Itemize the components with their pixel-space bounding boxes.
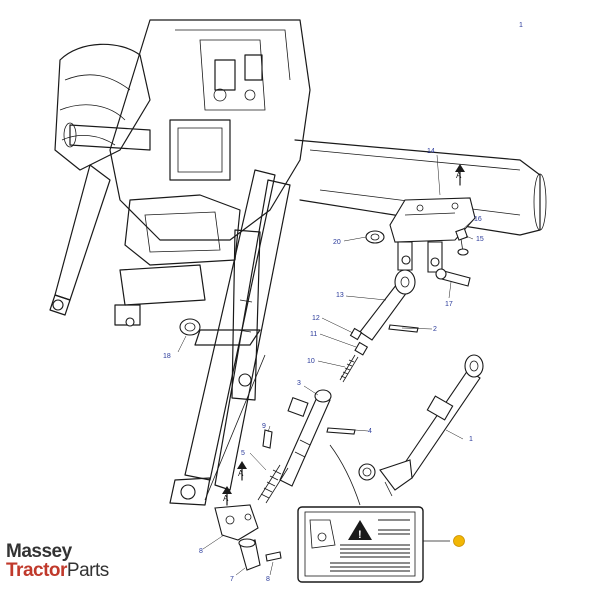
callout-10[interactable]: 10	[307, 358, 315, 365]
leader-lines	[177, 154, 474, 576]
massey-tractor-parts-logo: Massey TractorParts	[6, 542, 109, 580]
section-label-a1: A	[456, 171, 462, 180]
pin-item-9	[262, 429, 273, 449]
section-marker-a2: A	[237, 461, 247, 481]
callout-9[interactable]: 9	[262, 423, 266, 430]
callout-8a[interactable]: 8	[199, 548, 203, 555]
warning-decal: !	[297, 444, 465, 583]
section-marker-a1: A	[455, 164, 465, 186]
callout-11[interactable]: 11	[310, 331, 317, 338]
callout-1[interactable]: 1	[469, 436, 473, 443]
pin-item-7	[238, 538, 261, 571]
bush-item-18	[179, 318, 201, 336]
callout-17[interactable]: 17	[445, 301, 453, 308]
pin-item-4	[326, 427, 356, 435]
section-marker-a3: A	[222, 486, 232, 506]
logo-line-1: Massey	[6, 541, 72, 562]
top-link-end-item-13	[359, 269, 416, 341]
logo-line-2: TractorParts	[6, 561, 109, 580]
threaded-rod-item-10	[339, 354, 359, 383]
tractor-body-drawing	[49, 19, 547, 506]
highlighted-decal-marker[interactable]	[453, 535, 465, 547]
callout-16[interactable]: 16	[474, 216, 482, 223]
page-number: 1	[519, 22, 523, 29]
pin-item-2	[388, 324, 419, 333]
callout-12[interactable]: 12	[312, 315, 320, 322]
svg-text:!: !	[358, 529, 362, 541]
callout-8b[interactable]: 8	[266, 576, 270, 583]
section-label-a2: A	[238, 469, 244, 478]
clevis-item-8	[214, 504, 259, 541]
callout-18[interactable]: 18	[163, 353, 171, 360]
pin-item-8b	[265, 551, 282, 562]
callout-2[interactable]: 2	[433, 326, 437, 333]
bolt-item-15	[455, 227, 469, 256]
callouts: 1 14 16 15 20 17 13 2 12 11 18 10 3 9 4 …	[163, 22, 523, 583]
callout-3[interactable]: 3	[297, 380, 301, 387]
callout-14[interactable]: 14	[427, 148, 435, 155]
callout-4[interactable]: 4	[368, 428, 372, 435]
callout-5[interactable]: 5	[241, 450, 245, 457]
spring-end-item-5	[257, 464, 289, 504]
callout-13[interactable]: 13	[336, 292, 344, 299]
logo-word-tractor: Tractor	[6, 560, 67, 581]
logo-word-parts: Parts	[66, 560, 109, 581]
nut-items-11-12	[349, 327, 369, 356]
pin-item-17	[435, 268, 471, 287]
bush-item-20	[365, 230, 385, 244]
top-link-item-1	[358, 354, 484, 497]
stabiliser-item-3	[279, 389, 332, 487]
callout-15[interactable]: 15	[476, 236, 484, 243]
callout-20[interactable]: 20	[333, 239, 341, 246]
callout-7[interactable]: 7	[230, 576, 234, 583]
section-label-a3: A	[223, 494, 229, 503]
